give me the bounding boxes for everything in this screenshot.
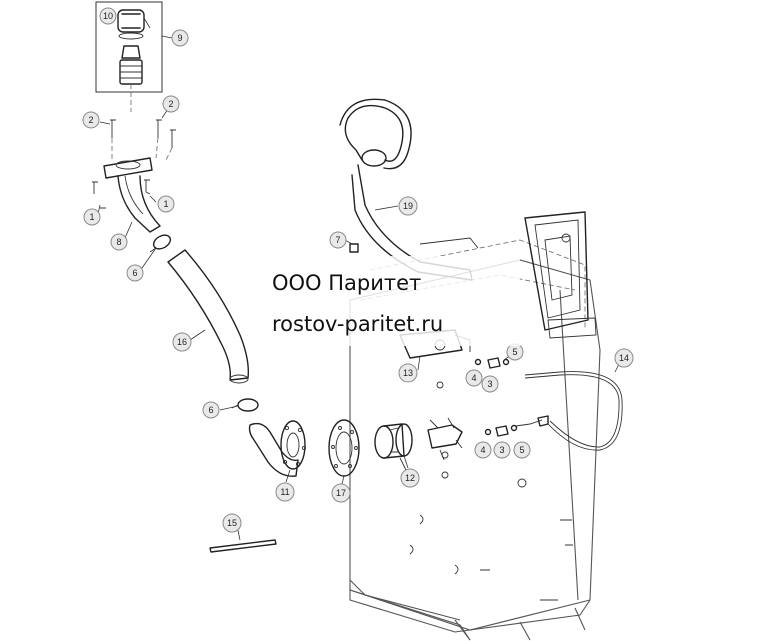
tank-fitting	[374, 423, 413, 471]
callout-10: 10	[99, 7, 117, 25]
svg-text:9: 9	[177, 33, 182, 43]
svg-text:2: 2	[88, 115, 93, 125]
callout-9: 9	[171, 29, 189, 47]
svg-text:16: 16	[177, 337, 187, 347]
svg-text:14: 14	[619, 353, 629, 363]
svg-text:12: 12	[405, 473, 415, 483]
watermark-website: rostov-paritet.ru	[272, 312, 444, 336]
filler-hose	[167, 249, 250, 384]
svg-text:17: 17	[336, 488, 346, 498]
svg-text:4: 4	[471, 373, 476, 383]
callout-19: 19	[398, 196, 418, 216]
svg-text:1: 1	[163, 199, 168, 209]
elbow-pipe	[248, 420, 307, 477]
hose-clamp-lower	[231, 398, 259, 412]
clip	[349, 243, 359, 253]
svg-text:8: 8	[116, 237, 121, 247]
callout-7: 7	[329, 231, 347, 249]
fuel-line-fittings-upper	[474, 357, 510, 369]
svg-text:6: 6	[208, 405, 213, 415]
svg-text:4: 4	[480, 445, 485, 455]
callout-15: 15	[222, 513, 242, 533]
callout-6-upper: 6	[126, 264, 144, 282]
callout-2-left: 2	[82, 111, 100, 129]
callout-3-upper: 3	[481, 375, 499, 393]
flange-gasket	[328, 419, 360, 477]
filler-neck	[92, 119, 176, 233]
svg-text:11: 11	[280, 487, 289, 497]
filler-cap-inset	[95, 1, 163, 112]
svg-text:5: 5	[519, 445, 524, 455]
svg-text:5: 5	[512, 347, 517, 357]
svg-text:10: 10	[103, 11, 113, 21]
svg-text:7: 7	[335, 235, 340, 245]
fuel-tank-body	[349, 239, 601, 641]
callout-1-b: 1	[157, 195, 175, 213]
callout-1-a: 1	[83, 208, 101, 226]
fuel-line	[524, 371, 623, 451]
callout-12: 12	[400, 468, 420, 488]
callout-4-lower: 4	[474, 441, 492, 459]
callout-11: 11	[275, 482, 295, 502]
svg-text:6: 6	[132, 268, 137, 278]
callout-2-right: 2	[162, 95, 180, 113]
callout-6-lower: 6	[202, 401, 220, 419]
svg-text:13: 13	[403, 368, 413, 378]
svg-text:3: 3	[487, 379, 492, 389]
fuel-line-fittings-lower	[484, 415, 549, 437]
callout-14: 14	[614, 348, 634, 368]
callout-3-lower: 3	[493, 441, 511, 459]
callout-17: 17	[331, 483, 351, 503]
svg-text:19: 19	[403, 201, 413, 211]
callout-5-upper: 5	[506, 343, 524, 361]
mounting-bracket	[524, 211, 597, 339]
callout-16: 16	[172, 332, 192, 352]
svg-text:1: 1	[89, 212, 94, 222]
svg-text:3: 3	[499, 445, 504, 455]
svg-text:2: 2	[168, 99, 173, 109]
callout-4-upper: 4	[465, 369, 483, 387]
watermark-backdrop	[250, 256, 520, 346]
callout-13: 13	[398, 363, 418, 383]
callout-8: 8	[110, 233, 128, 251]
watermark-company: ООО Паритет	[272, 271, 422, 295]
hose-clamp-upper	[149, 234, 172, 253]
sender-bracket	[427, 417, 463, 461]
cable-tie	[209, 539, 277, 553]
callout-5-lower: 5	[513, 441, 531, 459]
svg-text:15: 15	[227, 518, 237, 528]
